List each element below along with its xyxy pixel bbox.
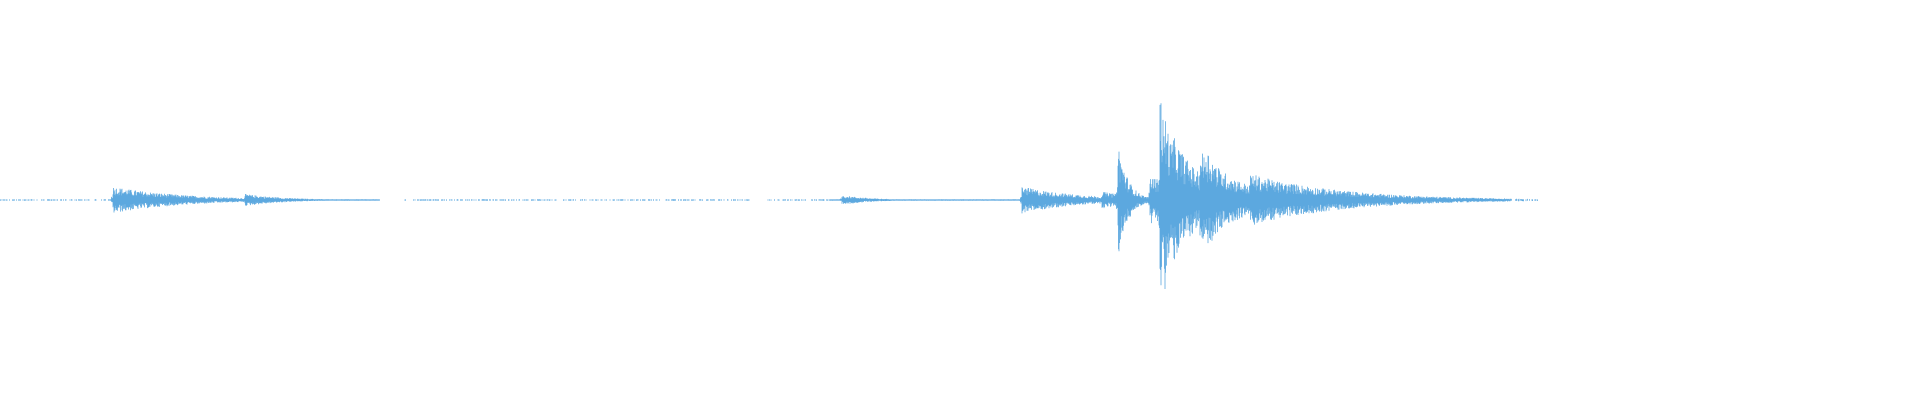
waveform-trace (0, 103, 1538, 289)
waveform-samples (0, 103, 1538, 289)
